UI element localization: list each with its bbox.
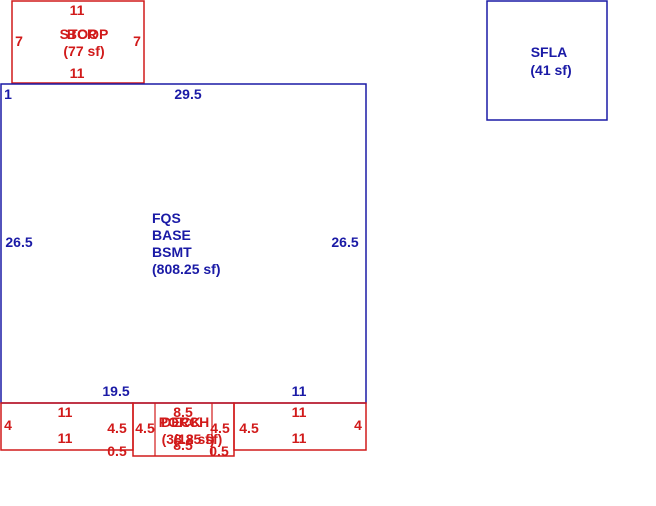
bottom-left-dim-left: 4 bbox=[4, 417, 12, 433]
bottom-left-dim-right: 4.5 bbox=[107, 420, 127, 436]
bottom-left-dim-offset: 0.5 bbox=[107, 443, 127, 459]
main-area-dim-corner: 1 bbox=[4, 86, 12, 102]
sfla-label: SFLA bbox=[531, 44, 568, 60]
main-area-label-3: BSMT bbox=[152, 244, 192, 260]
bottom-right-dim-right: 4 bbox=[354, 417, 362, 433]
center-dim-left: 4.5 bbox=[135, 420, 155, 436]
top-area-label-2: BCR bbox=[67, 26, 97, 42]
bottom-left-dim-bottom: 11 bbox=[58, 430, 73, 446]
top-area-dim-left: 7 bbox=[15, 33, 23, 49]
center-label-2: DECK bbox=[161, 414, 201, 430]
bottom-right-dim-left: 4.5 bbox=[239, 420, 259, 436]
main-area-label-1: FQS bbox=[152, 210, 181, 226]
top-area-area: (77 sf) bbox=[63, 43, 104, 59]
bottom-right-dim-offset: 0.5 bbox=[209, 443, 229, 459]
top-area-outline bbox=[11, 0, 145, 84]
main-area-dim-bottom-left: 19.5 bbox=[102, 383, 129, 399]
bottom-right-area-outline bbox=[233, 402, 367, 451]
bottom-right-dim-top: 11 bbox=[292, 404, 307, 420]
center-label-1: PORCH bbox=[159, 414, 210, 430]
center-area-1: (38.25 sf) bbox=[162, 431, 223, 447]
main-area-dim-left: 26.5 bbox=[5, 234, 32, 250]
bottom-right-dim-bottom: 11 bbox=[292, 430, 307, 446]
main-area-label-2: BASE bbox=[152, 227, 191, 243]
main-area-dim-right: 26.5 bbox=[331, 234, 358, 250]
center-dim-bottom: 8.5 bbox=[173, 437, 193, 453]
sfla-outline bbox=[486, 0, 608, 121]
main-area-dim-bottom-right: 11 bbox=[292, 383, 307, 399]
top-area-label-1: STOOP bbox=[60, 26, 109, 42]
top-area-dim-top: 11 bbox=[70, 2, 85, 18]
main-area-dim-top: 29.5 bbox=[174, 86, 201, 102]
bottom-left-dim-top: 11 bbox=[58, 404, 73, 420]
center-area-2: (18 sf) bbox=[173, 431, 214, 447]
top-area-dim-right: 7 bbox=[133, 33, 141, 49]
top-area-dim-bottom: 11 bbox=[70, 65, 85, 81]
center-dim-right: 4.5 bbox=[210, 420, 230, 436]
main-area-area: (808.25 sf) bbox=[152, 261, 220, 277]
sfla-area: (41 sf) bbox=[530, 62, 571, 78]
center-dim-top: 8.5 bbox=[173, 404, 193, 420]
